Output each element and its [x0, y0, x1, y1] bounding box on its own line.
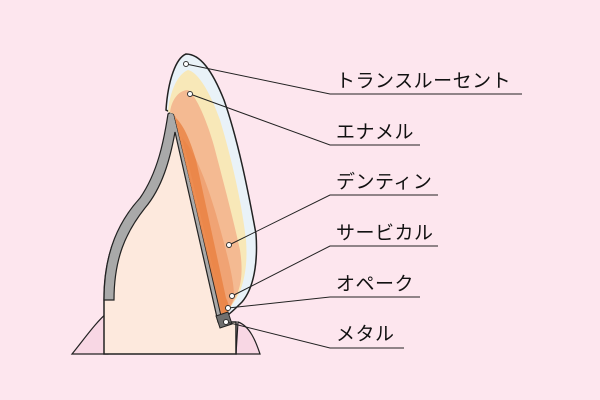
- gum-right: [235, 321, 261, 355]
- leader-cervical: [231, 245, 438, 297]
- leader-metal: [225, 321, 404, 349]
- gum-left: [70, 310, 109, 355]
- label-opaque: オペーク: [336, 273, 415, 295]
- label-translucent: トランスルーセント: [336, 70, 512, 92]
- leader-translucent: [185, 63, 522, 95]
- leader-dentin: [228, 194, 438, 246]
- leader-enamel: [189, 93, 420, 146]
- label-enamel: エナメル: [336, 121, 415, 143]
- label-cervical: サービカル: [336, 222, 434, 244]
- label-dentin: デンティン: [336, 171, 433, 193]
- leader-lines: [183, 61, 522, 349]
- label-metal: メタル: [336, 323, 395, 345]
- opaque-layer: [174, 114, 229, 318]
- leader-opaque: [227, 296, 420, 309]
